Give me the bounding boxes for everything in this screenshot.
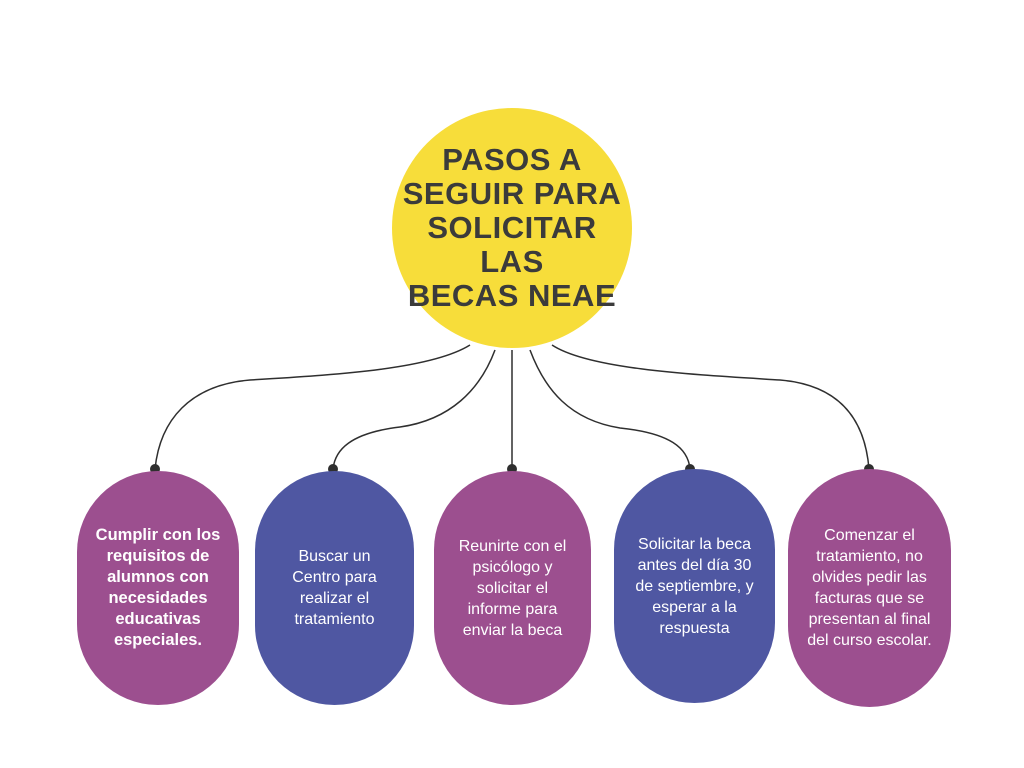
step-2-text: Buscar un Centro para realizar el tratam… <box>292 548 377 628</box>
connector-line-4 <box>529 349 691 470</box>
central-topic-title: PASOS A SEGUIR PARA SOLICITAR LAS BECAS … <box>402 142 622 313</box>
step-3-text: Reunirte con el psicólogo y solicitar el… <box>458 537 567 639</box>
step-1-cumplir-requisitos: Cumplir con los requisitos de alumnos co… <box>77 471 239 705</box>
step-4-text: Solicitar la beca antes del día 30 de se… <box>635 535 754 637</box>
step-4-solicitar-beca: Solicitar la beca antes del día 30 de se… <box>614 469 775 703</box>
connector-line-5 <box>551 344 870 470</box>
step-1-text: Cumplir con los requisitos de alumnos co… <box>95 526 221 649</box>
step-3-reunirte-psicologo: Reunirte con el psicólogo y solicitar el… <box>434 471 591 705</box>
connector-line-2 <box>332 349 496 470</box>
connector-line-1 <box>154 344 471 470</box>
step-5-comenzar-tratamiento: Comenzar el tratamiento, no olvides pedi… <box>788 469 951 707</box>
step-2-buscar-centro: Buscar un Centro para realizar el tratam… <box>255 471 414 705</box>
central-topic-circle: PASOS A SEGUIR PARA SOLICITAR LAS BECAS … <box>392 108 632 348</box>
step-5-text: Comenzar el tratamiento, no olvides pedi… <box>807 527 932 649</box>
